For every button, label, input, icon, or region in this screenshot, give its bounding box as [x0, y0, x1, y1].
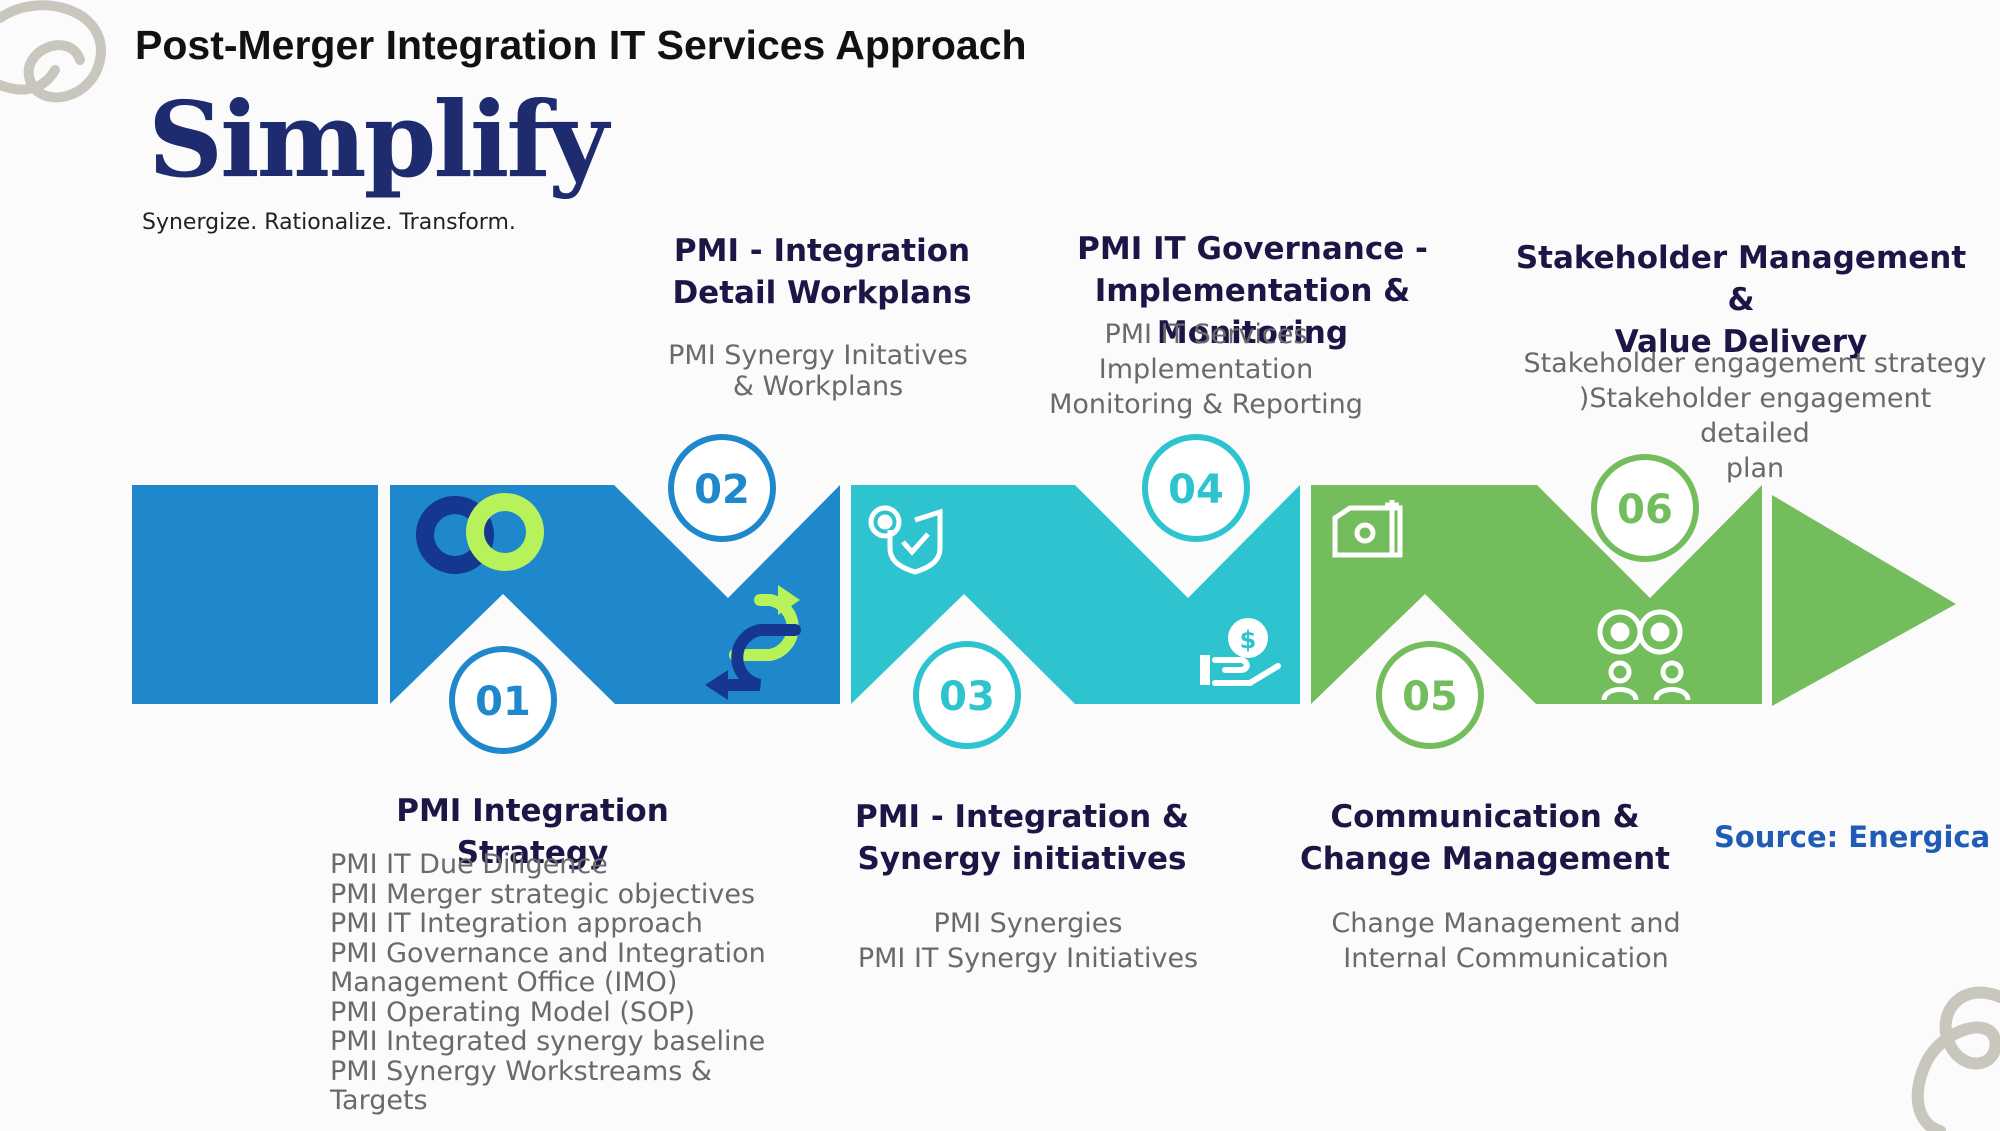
hand-money-icon: $ [1200, 618, 1281, 686]
link-chain-icon [416, 493, 544, 574]
step-heading-01: PMI Integration Strategy [396, 793, 669, 871]
step-circle-06: 06 [1591, 454, 1699, 562]
step-heading-03: PMI - Integration & Synergy initiatives [854, 799, 1190, 877]
step-description-05: Change Management and Internal Communica… [1331, 908, 1681, 974]
segment-teal [851, 485, 1300, 704]
people-gears-icon [1597, 609, 1691, 701]
brand-logo: Simplify [148, 78, 609, 201]
step-circle-03: 03 [913, 641, 1021, 749]
step-description-01: PMI IT Due Diligence PMI Merger strategi… [330, 849, 766, 1116]
step-number-04: 04 [1168, 467, 1224, 513]
exchange-arrows-icon [705, 585, 801, 700]
start-block [132, 485, 378, 704]
step-description-04: PMI IT Services Implementation Monitorin… [1049, 319, 1363, 420]
page-title: Post-Merger Integration IT Services Appr… [135, 22, 1027, 68]
step-heading-02: PMI - Integration Detail Workplans [672, 233, 972, 311]
step-description-03: PMI Synergies PMI IT Synergy Initiatives [857, 908, 1199, 974]
svg-text:$: $ [1240, 626, 1257, 654]
step-number-03: 03 [939, 674, 995, 720]
source-credit: Source: Energica [1714, 820, 1991, 854]
step-circle-02: 02 [668, 434, 776, 542]
step-number-06: 06 [1617, 487, 1673, 533]
gear-shield-icon [868, 505, 943, 575]
step-heading-06: Stakeholder Management & Value Delivery [1515, 240, 1967, 360]
step-heading-05: Communication & Change Management [1299, 799, 1670, 877]
segment-blue [390, 485, 840, 704]
step-heading-04: PMI IT Governance - Implementation & Mon… [1077, 231, 1428, 351]
step-description-06: Stakeholder engagement strategy )Stakeho… [1523, 348, 1987, 484]
document-pen-icon [1332, 500, 1403, 558]
decorative-swirl-bottom-right [1911, 986, 2000, 1131]
step-number-05: 05 [1402, 674, 1458, 720]
step-circle-01: 01 [449, 646, 557, 754]
step-description-02: PMI Synergy Initatives & Workplans [668, 340, 968, 402]
step-number-01: 01 [475, 679, 531, 725]
decorative-swirl-top-left [0, 0, 106, 103]
step-circle-04: 04 [1142, 434, 1250, 542]
step-number-02: 02 [694, 467, 750, 513]
brand-tagline: Synergize. Rationalize. Transform. [142, 210, 516, 235]
step-circle-05: 05 [1376, 641, 1484, 749]
end-arrow [1772, 495, 1956, 706]
